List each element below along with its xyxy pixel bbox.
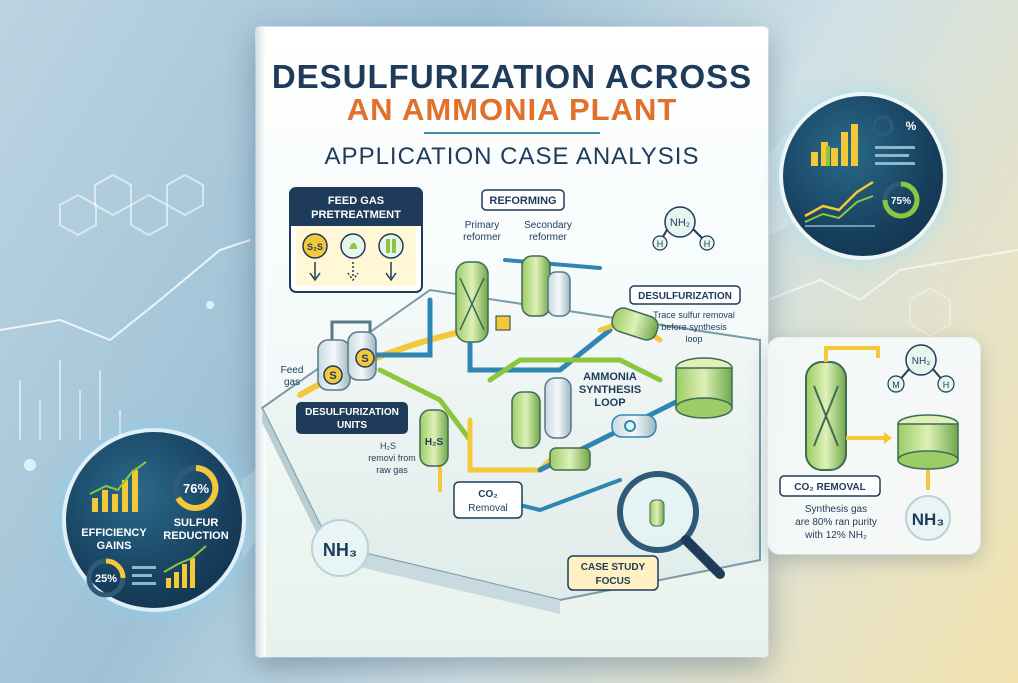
ammonia-synthesis-vessels: [511, 377, 591, 471]
co2-removal-label-box: [453, 481, 523, 519]
inset-co2-label-box: [779, 475, 881, 497]
desulfurization-title: DESULFURIZATION: [638, 291, 732, 302]
pretreatment-title-2: PRETREATMENT: [311, 209, 401, 221]
efficiency-label-1: EFFICIENCY: [81, 527, 147, 539]
reforming-title: REFORMING: [489, 195, 556, 207]
background-bars: [19, 360, 121, 440]
cover-title-line2: AN AMMONIA PLANT: [346, 92, 678, 127]
secondary-reformer-line1: Secondary: [524, 220, 572, 231]
analytics-pct-small: %: [906, 119, 917, 133]
feed-pretreatment-panel: [289, 187, 423, 293]
sulfur-marker-2: [355, 348, 375, 368]
desulfurization-unit-vessel: [419, 409, 449, 467]
efficiency-bars: [92, 470, 138, 512]
desulfurization-note-2: before synthesis: [661, 322, 727, 332]
desulfurization-note-1: Trace sulfur removal: [653, 310, 735, 320]
sulfur-label-2: REDUCTION: [163, 530, 228, 542]
sulfur-marker-1: [323, 365, 343, 385]
inset-atom-right: H: [943, 380, 950, 390]
inset-nh3-badge: [905, 495, 951, 541]
hexagon-pattern: [59, 173, 204, 237]
analytics-graphics: 75% %: [804, 115, 920, 227]
sulfur-label-1: SULFUR: [174, 517, 219, 529]
analytics-circle: [783, 96, 943, 256]
magnifier-icon: [617, 471, 725, 579]
co2-removal-line2: Removal: [468, 503, 507, 514]
secondary-reformer-line2: reformer: [529, 232, 567, 243]
molecule-atom-left: H: [657, 239, 664, 249]
inset-co2-label: CO₂ REMOVAL: [794, 482, 865, 493]
inset-tank: [897, 414, 959, 470]
compressor: [611, 414, 657, 438]
inset-molecule-center: NH₃: [912, 356, 931, 367]
sulfur-reduction-pct: 76%: [183, 481, 209, 496]
efficiency-stats-circle: [66, 432, 242, 608]
inset-nh3-label: NH₃: [912, 510, 944, 529]
desulf-units-title-2: UNITS: [337, 420, 367, 431]
primary-reformer-line2: reformer: [463, 232, 501, 243]
primary-reformer-line1: Primary: [465, 220, 499, 231]
case-study-line2: FOCUS: [596, 576, 631, 587]
molecule-center-label: NH₂: [670, 217, 690, 229]
storage-tank: [675, 357, 733, 419]
co2-removal-inset-graphics: NH₃ M H NH₃ CO₂ REMOVAL Synthesis gas ar…: [779, 344, 959, 541]
cover-spine: [256, 27, 266, 657]
efficiency-label-2: GAINS: [97, 540, 132, 552]
ammonia-loop-line2: SYNTHESIS: [579, 384, 641, 396]
desulf-units-note-1: H₂S: [380, 441, 396, 451]
sulfur-label-2: S: [361, 353, 368, 365]
desulf-units-note-2: removi from: [368, 453, 416, 463]
inset-atom-left: M: [892, 380, 900, 390]
desulf-units-title-1: DESULFURIZATION: [305, 407, 399, 418]
desulf-units-label-box: [296, 402, 408, 434]
case-study-line1: CASE STUDY: [581, 562, 646, 573]
h2s-vessel-label: H₂S: [425, 437, 444, 448]
nh3-badge: [311, 519, 369, 577]
inset-note-2: are 80% ran purity: [795, 517, 877, 528]
title-divider: [424, 132, 600, 134]
inset-molecule: [887, 344, 955, 393]
inset-note-1: Synthesis gas: [805, 504, 867, 515]
ammonia-loop-line3: LOOP: [594, 397, 625, 409]
cover-title-line1: DESULFURIZATION ACROSS: [271, 58, 753, 95]
case-study-label-box: [567, 555, 659, 591]
desulfurization-label-box: [629, 285, 741, 305]
pretreatment-title-1: FEED GAS: [328, 195, 384, 207]
cover-subtitle: APPLICATION CASE ANALYSIS: [324, 143, 700, 170]
ammonia-loop-line1: AMMONIA: [583, 371, 637, 383]
reforming-label-box: [481, 189, 565, 211]
background-trend-line: [0, 239, 251, 342]
secondary-reformer: [495, 255, 571, 331]
pretreatment-icon-s2s: S₂S: [307, 242, 323, 252]
feed-gas-line1: Feed: [281, 365, 304, 376]
efficiency-stats-graphics: 76% 25% EFFICIENCY GAINS SULFUR REDUCTIO…: [81, 461, 229, 598]
trace-desulfurizer: [611, 307, 659, 341]
co2-removal-line1: CO₂: [478, 489, 497, 500]
inset-note-3: with 12% NH₂: [804, 530, 867, 541]
desulfurization-note-3: loop: [685, 334, 702, 344]
analytics-pct: 75%: [891, 196, 911, 207]
desulf-units-note-3: raw gas: [376, 465, 408, 475]
feed-gas-line2: gas: [284, 377, 300, 388]
ammonia-molecule-icon: [652, 206, 715, 251]
molecule-atom-right: H: [704, 239, 711, 249]
nh3-badge-label: NH₃: [323, 540, 357, 560]
efficiency-pct: 25%: [95, 573, 117, 585]
primary-reformer: [455, 261, 489, 343]
sulfur-label-1: S: [329, 370, 336, 382]
